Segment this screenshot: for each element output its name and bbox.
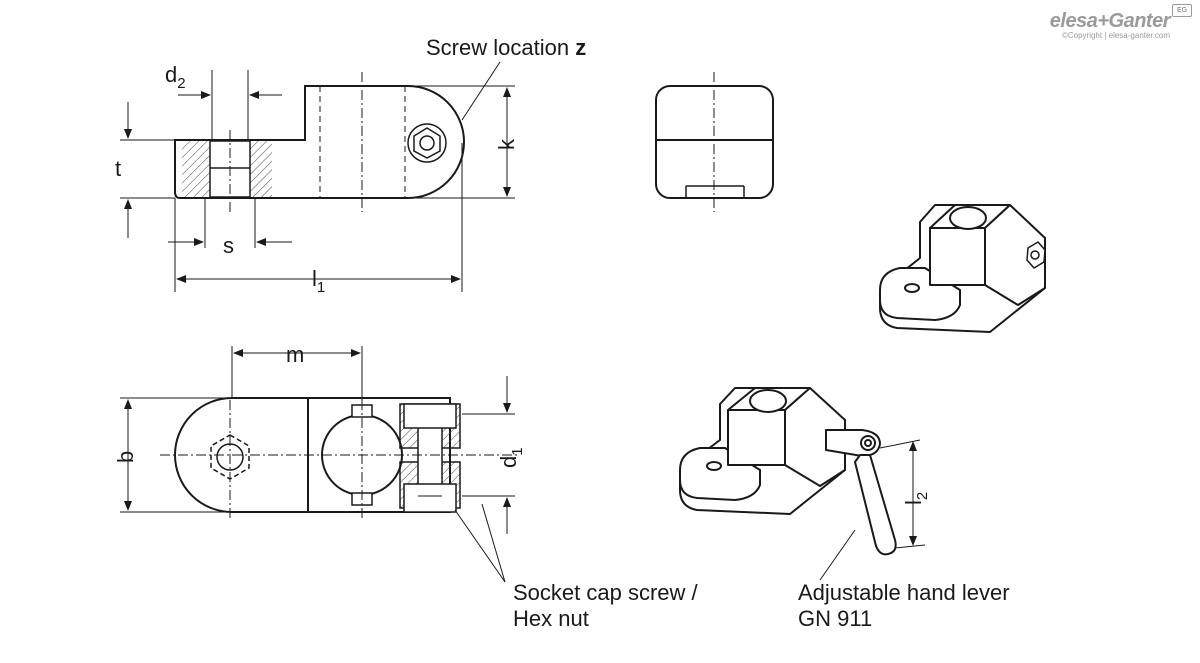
dim-d2-label: d2 [165, 62, 186, 92]
dim-d1-label: d1 [496, 447, 526, 468]
top-view-dimensions [120, 346, 515, 583]
iso1-hex-screw-icon [1026, 241, 1046, 269]
dim-m-label: m [286, 342, 304, 367]
screw-location-label: Screw location z [426, 35, 586, 60]
brand-name: elesa+Ganter [1049, 10, 1171, 32]
side-view [174, 72, 465, 212]
side-screw-hex-icon [407, 123, 447, 163]
socket-screw-label-line1: Socket cap screw / [513, 580, 699, 605]
top-screw-head [403, 403, 457, 429]
hand-lever-label-line2: GN 911 [798, 606, 872, 631]
dim-t-label: t [115, 156, 121, 181]
iso-view-with-lever [679, 387, 897, 556]
brand-badge: EG [1172, 4, 1192, 17]
side-view-dimensions [120, 61, 515, 292]
hand-lever-label-line1: Adjustable hand lever [798, 580, 1010, 605]
brand-logo: elesa+Ganter ©Copyright | elesa-ganter.c… [1049, 4, 1192, 40]
top-view [160, 397, 520, 520]
dim-b-label: b [113, 451, 138, 463]
iso-view-clamp [879, 204, 1046, 333]
socket-screw-label-line2: Hex nut [513, 606, 589, 631]
side-hatch-left [182, 141, 210, 197]
side-hatch-right [250, 141, 272, 197]
brand-copyright: ©Copyright | elesa-ganter.com [1061, 31, 1170, 40]
lever-dimensions [819, 439, 926, 581]
dim-l1-label: l1 [312, 266, 325, 296]
top-hex-nut [403, 483, 457, 513]
hand-lever-icon [825, 429, 897, 556]
end-view [655, 72, 774, 212]
dim-k-label: k [494, 138, 519, 150]
dim-s-label: s [223, 233, 234, 258]
dim-l2-label: l2 [901, 492, 931, 505]
